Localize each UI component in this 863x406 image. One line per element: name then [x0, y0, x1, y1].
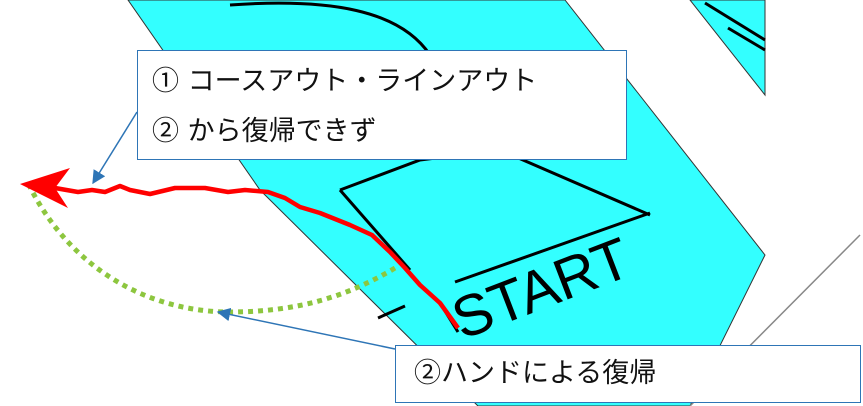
course-curve-line: [229, 1, 432, 56]
course-line-right-2: [727, 26, 766, 52]
start-zone-left-edge: [338, 189, 412, 271]
start-zone-bottom-line: [454, 211, 651, 284]
callout-hand-return-text: ②ハンドによる復帰: [414, 358, 657, 389]
line-out-path: [44, 183, 460, 330]
callout-course-out: ① コースアウト・ラインアウト ② から復帰できず: [137, 50, 627, 160]
callout-course-out-line2: ② から復帰できず: [152, 116, 377, 147]
course-surface-right: [689, 0, 766, 97]
callout-top-pointer: [92, 111, 138, 185]
start-line-left: [377, 304, 406, 320]
course-line-right-1: [704, 1, 766, 42]
callout-course-out-line1: ① コースアウト・ラインアウト: [152, 66, 538, 97]
line-out-arrowhead: [20, 168, 70, 208]
callout-bottom-pointer: [216, 307, 396, 350]
callout-hand-return: ②ハンドによる復帰: [395, 345, 861, 403]
